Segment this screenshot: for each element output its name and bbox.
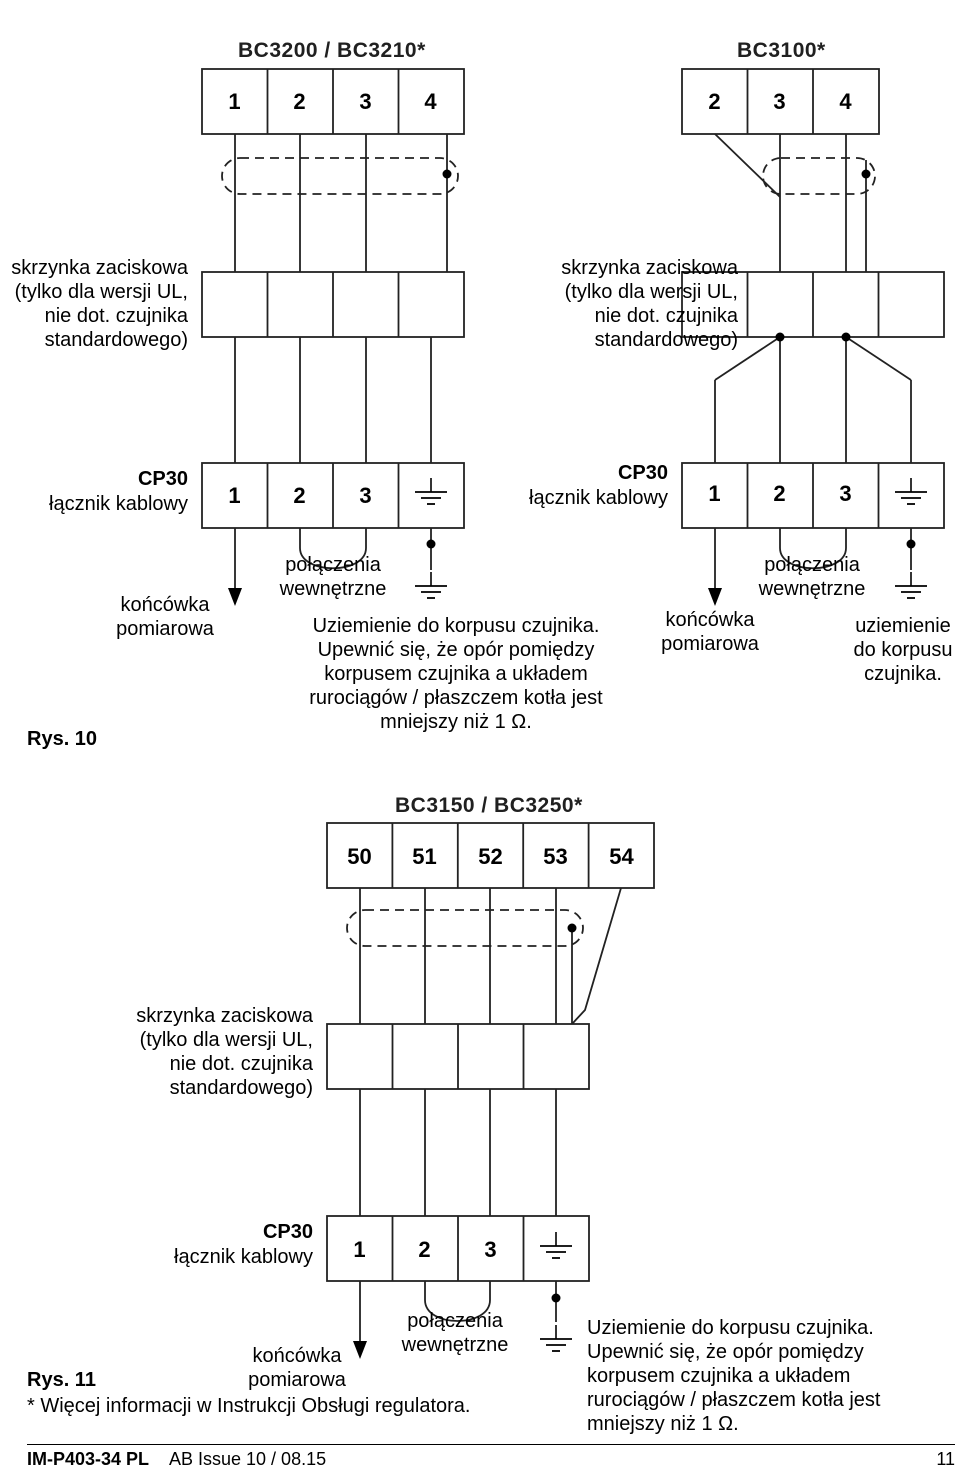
diagram3-ground-icon bbox=[539, 1324, 573, 1352]
fig-10-caption: Rys. 10 bbox=[27, 728, 98, 750]
d3-header-terminal-54: 54 bbox=[609, 844, 634, 869]
d3-connector-terminal-2: 2 bbox=[418, 1237, 431, 1262]
d3-header-terminal-53: 53 bbox=[543, 844, 568, 869]
diagram2-connector-box bbox=[681, 462, 945, 529]
d1-model-title: BC3200 / BC3210* bbox=[238, 39, 426, 62]
d2-header-terminal-3: 3 bbox=[773, 89, 786, 114]
diagram2-ground-icon bbox=[894, 571, 928, 599]
d2-header-terminal-4: 4 bbox=[839, 89, 852, 114]
d2-internal-label: połączenia wewnętrzne bbox=[758, 554, 866, 600]
diagram2-ground-dot bbox=[906, 539, 916, 549]
diagram3-connector-box bbox=[326, 1215, 590, 1282]
d2-connector-terminal-3: 3 bbox=[839, 481, 852, 506]
d3-probe-label: końcówka pomiarowa bbox=[248, 1345, 346, 1391]
diagram2-junction-dot-right bbox=[841, 332, 851, 342]
diagram1-shield-dot bbox=[442, 169, 452, 179]
diagram1-probe-arrow bbox=[228, 588, 242, 606]
d3-header-terminal-52: 52 bbox=[478, 844, 503, 869]
footnote: * Więcej informacji w Instrukcji Obsługi… bbox=[27, 1395, 471, 1417]
diagram3-ground-dot bbox=[551, 1293, 561, 1303]
diagram2-junction-dot-left bbox=[775, 332, 785, 342]
d1-ground-note: Uziemienie do korpusu czujnika. Upewnić … bbox=[309, 615, 603, 733]
d3-connector-terminal-3: 3 bbox=[484, 1237, 497, 1262]
fig-11-caption: Rys. 11 bbox=[27, 1369, 96, 1391]
diagram2-probe-arrow bbox=[708, 588, 722, 606]
d1-connector-title: CP30 bbox=[137, 468, 188, 490]
diagram1-ground-dot bbox=[426, 539, 436, 549]
d1-internal-label: połączenia wewnętrzne bbox=[279, 554, 387, 600]
diagram1-connector-box bbox=[201, 462, 465, 529]
d2-ground-note: uziemienie do korpusu czujnika. bbox=[853, 615, 953, 685]
issue-info: AB Issue 10 / 08.15 bbox=[169, 1449, 327, 1469]
diagram3-cable-shield bbox=[346, 909, 584, 947]
d3-model-title: BC3150 / BC3250* bbox=[395, 794, 583, 817]
diagram1-ground-icon bbox=[414, 571, 448, 599]
diagram2-wires bbox=[714, 133, 912, 590]
diagram2-shield-dot bbox=[861, 169, 871, 179]
diagram2-junction-box bbox=[681, 271, 945, 338]
d3-connector-sub: łącznik kablowy bbox=[174, 1246, 313, 1268]
diagram3-probe-arrow bbox=[353, 1341, 367, 1359]
d2-model-title: BC3100* bbox=[737, 39, 826, 62]
diagram2-cable-shield bbox=[762, 157, 876, 195]
d3-connector-title: CP30 bbox=[262, 1221, 313, 1243]
d2-connector-terminal-2: 2 bbox=[773, 481, 786, 506]
d3-header-terminal-50: 50 bbox=[347, 844, 372, 869]
d1-connector-sub: łącznik kablowy bbox=[49, 493, 188, 515]
d3-header-terminal-51: 51 bbox=[412, 844, 437, 869]
diagram3-shield-dot bbox=[567, 923, 577, 933]
d1-header-terminal-3: 3 bbox=[359, 89, 372, 114]
d1-header-terminal-2: 2 bbox=[293, 89, 306, 114]
page-number: 11 bbox=[936, 1449, 955, 1469]
page-footer: IM-P403-34 PL AB Issue 10 / 08.15 11 bbox=[27, 1449, 955, 1469]
d2-connector-terminal-1: 1 bbox=[708, 481, 721, 506]
d3-junction-label: skrzynka zaciskowa (tylko dla wersji UL,… bbox=[136, 1005, 313, 1099]
d1-connector-terminal-2: 2 bbox=[293, 483, 306, 508]
d2-connector-sub: łącznik kablowy bbox=[529, 487, 668, 509]
d1-probe-label: końcówka pomiarowa bbox=[116, 594, 214, 640]
d2-junction-label: skrzynka zaciskowa (tylko dla wersji UL,… bbox=[561, 257, 738, 351]
d2-probe-label: końcówka pomiarowa bbox=[661, 609, 759, 655]
diagram3-junction-box bbox=[326, 1023, 590, 1090]
d3-internal-label: połączenia wewnętrzne bbox=[401, 1310, 509, 1356]
d1-junction-label: skrzynka zaciskowa (tylko dla wersji UL,… bbox=[11, 257, 188, 351]
diagram2-header-box bbox=[681, 68, 880, 135]
diagram1-cable-shield bbox=[221, 157, 459, 195]
d3-ground-note: Uziemienie do korpusu czujnika. Upewnić … bbox=[587, 1317, 881, 1435]
d3-connector-terminal-1: 1 bbox=[353, 1237, 366, 1262]
diagram1-junction-box bbox=[201, 271, 465, 338]
doc-code: IM-P403-34 PL bbox=[27, 1449, 150, 1469]
diagram3-header-box bbox=[326, 822, 655, 889]
diagram3-wires bbox=[359, 887, 622, 1343]
footer-rule bbox=[27, 1444, 955, 1445]
d2-header-terminal-2: 2 bbox=[708, 89, 721, 114]
diagram1-wires bbox=[234, 134, 448, 590]
d2-connector-title: CP30 bbox=[617, 462, 668, 484]
d1-connector-terminal-3: 3 bbox=[359, 483, 372, 508]
d1-header-terminal-4: 4 bbox=[424, 89, 437, 114]
diagram1-header-box bbox=[201, 68, 465, 135]
d1-header-terminal-1: 1 bbox=[228, 89, 241, 114]
d1-connector-terminal-1: 1 bbox=[228, 483, 241, 508]
